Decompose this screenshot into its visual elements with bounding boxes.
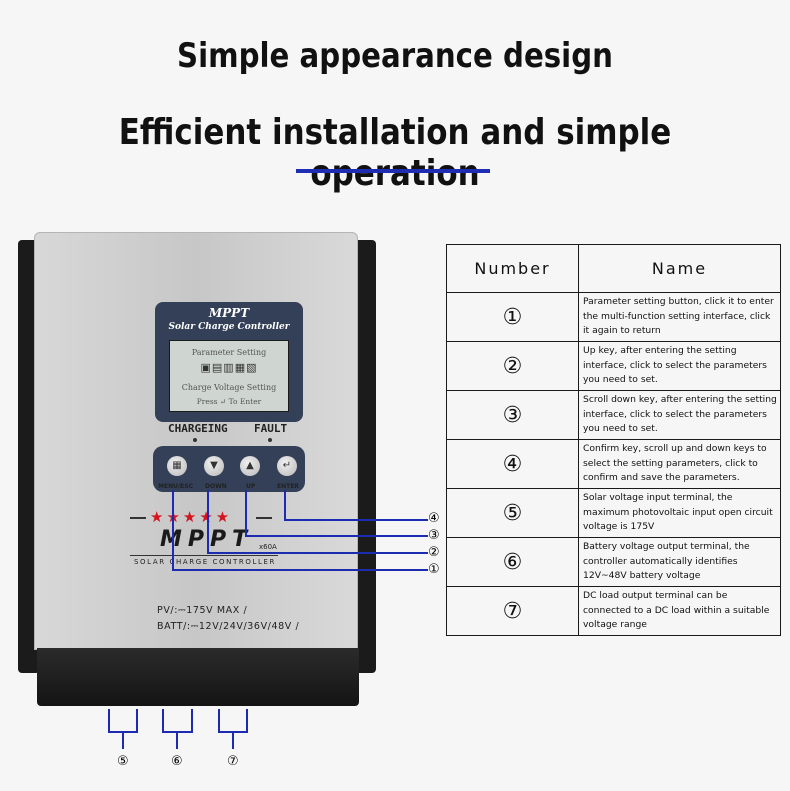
terminal-6-stem xyxy=(176,731,178,749)
callout-1: ① xyxy=(428,562,440,577)
terminal-7-left xyxy=(218,709,220,733)
table-row: ② Up key, after entering the setting int… xyxy=(446,341,781,391)
callout-line-2-v xyxy=(207,490,209,554)
up-label: UP xyxy=(246,483,256,490)
star-line-right xyxy=(256,517,272,519)
fault-label: FAULT xyxy=(254,422,288,435)
logo-divider xyxy=(130,555,278,556)
menu-esc-label: MENU/ESC xyxy=(158,483,193,490)
callout-4: ④ xyxy=(428,511,440,526)
mppt-logo: MPPT xyxy=(160,527,253,552)
menu-esc-button[interactable]: ▦ xyxy=(167,456,187,476)
table-header-row: Number Name xyxy=(446,244,781,293)
callout-line-1-v xyxy=(172,490,174,571)
charging-led xyxy=(193,438,197,442)
stars-icon: ★★★★★ xyxy=(150,508,233,526)
enter-button[interactable]: ↵ xyxy=(277,456,297,476)
table-row: ⑦ DC load output terminal can be connect… xyxy=(446,586,781,636)
row-number: ③ xyxy=(446,390,579,440)
row-description: Confirm key, scroll up and down keys to … xyxy=(578,439,781,489)
callout-6: ⑥ xyxy=(171,754,183,769)
callout-7: ⑦ xyxy=(227,754,239,769)
row-description: Up key, after entering the setting inter… xyxy=(578,341,781,391)
lcd-panel: MPPT Solar Charge Controller Parameter S… xyxy=(155,302,303,422)
grid-icon: ▦ xyxy=(172,460,182,471)
header-number: Number xyxy=(446,244,579,293)
star-line-left xyxy=(130,517,146,519)
down-button[interactable]: ▼ xyxy=(204,456,224,476)
table-row: ③ Scroll down key, after entering the se… xyxy=(446,390,781,440)
pv-spec: PV/:⎓175V MAX / xyxy=(157,605,248,616)
row-description: Battery voltage output terminal, the con… xyxy=(578,537,781,587)
row-description: Parameter setting button, click it to en… xyxy=(578,292,781,342)
row-number: ② xyxy=(446,341,579,391)
lcd-brand: MPPT xyxy=(208,306,250,320)
controller-label: SOLAR CHARGE CONTROLLER xyxy=(134,558,276,566)
charging-label: CHARGEING xyxy=(168,422,228,435)
row-number: ⑥ xyxy=(446,537,579,587)
lcd-line-parameter: Parameter Setting xyxy=(191,348,267,357)
row-number: ⑤ xyxy=(446,488,579,538)
terminal-6-right xyxy=(191,709,193,733)
row-description: DC load output terminal can be connected… xyxy=(578,586,781,636)
terminal-cover xyxy=(37,648,359,706)
lcd-subtitle: Solar Charge Controller xyxy=(168,322,290,332)
lcd-screen: Parameter Setting ▣▤▥▦▧ Charge Voltage S… xyxy=(169,340,289,412)
lcd-line-press: Press ↵ To Enter xyxy=(196,397,262,406)
callout-line-4-v xyxy=(284,490,286,521)
table-row: ④ Confirm key, scroll up and down keys t… xyxy=(446,439,781,489)
heading-installation: Efficient installation and simple operat… xyxy=(118,112,672,194)
table-row: ⑤ Solar voltage input terminal, the maxi… xyxy=(446,488,781,538)
row-number: ④ xyxy=(446,439,579,489)
lcd-menu-icons: ▣▤▥▦▧ xyxy=(200,361,258,374)
keypad: ▦ ▼ ▲ ↵ xyxy=(153,446,305,492)
row-description: Scroll down key, after entering the sett… xyxy=(578,390,781,440)
table-row: ⑥ Battery voltage output terminal, the c… xyxy=(446,537,781,587)
terminal-7-right xyxy=(246,709,248,733)
lcd-line-charge: Charge Voltage Setting xyxy=(181,383,277,392)
heading-appearance: Simple appearance design xyxy=(177,36,613,76)
title-underline xyxy=(296,169,490,173)
terminal-7-stem xyxy=(232,731,234,749)
row-description: Solar voltage input terminal, the maximu… xyxy=(578,488,781,538)
rating-stars: ★★★★★ xyxy=(130,508,272,526)
callout-3: ③ xyxy=(428,528,440,543)
terminal-5-stem xyxy=(122,731,124,749)
enter-icon: ↵ xyxy=(282,460,292,471)
callout-line-2-h xyxy=(207,552,428,554)
arrow-up-icon: ▲ xyxy=(246,460,254,471)
fault-led xyxy=(268,438,272,442)
enter-label: ENTER xyxy=(277,483,299,490)
function-table: Number Name ① Parameter setting button, … xyxy=(446,244,781,636)
table-row: ① Parameter setting button, click it to … xyxy=(446,292,781,342)
up-button[interactable]: ▲ xyxy=(240,456,260,476)
callout-5: ⑤ xyxy=(117,754,129,769)
callout-line-4-h xyxy=(284,519,428,521)
header-name: Name xyxy=(578,244,781,293)
callout-2: ② xyxy=(428,545,440,560)
callout-line-3-v xyxy=(245,490,247,537)
model-label: x60A xyxy=(259,543,277,551)
row-number: ⑦ xyxy=(446,586,579,636)
terminal-6-left xyxy=(162,709,164,733)
terminal-5-right xyxy=(136,709,138,733)
callout-line-3-h xyxy=(245,535,428,537)
row-number: ① xyxy=(446,292,579,342)
callout-line-1-h xyxy=(172,569,428,571)
terminal-5-left xyxy=(108,709,110,733)
mounting-bracket-right xyxy=(354,240,376,673)
arrow-down-icon: ▼ xyxy=(210,460,218,471)
down-label: DOWN xyxy=(205,483,227,490)
batt-spec: BATT/:⎓12V/24V/36V/48V / xyxy=(157,621,300,632)
